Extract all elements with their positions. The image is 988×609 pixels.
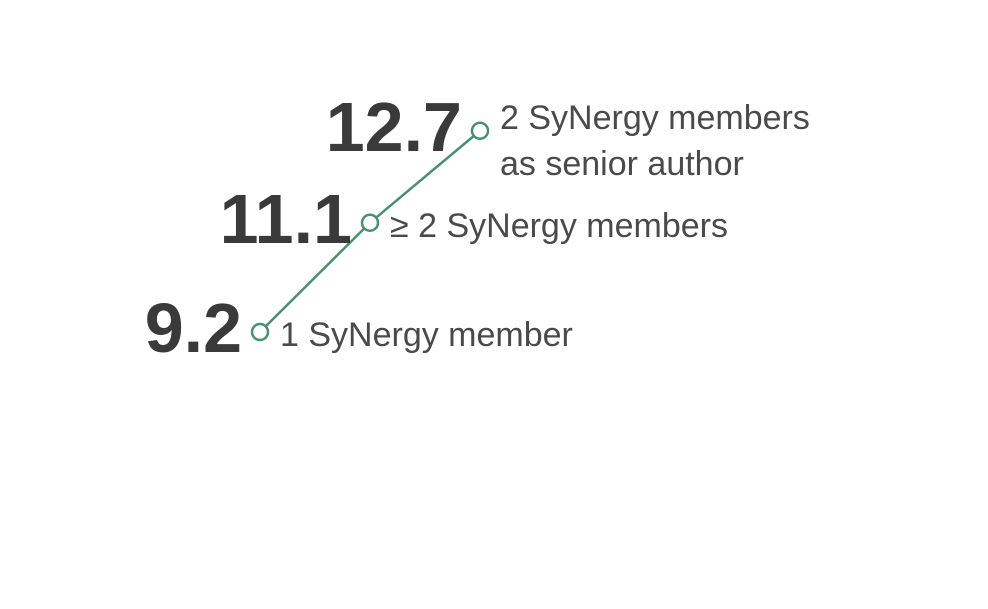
value-label: 11.1	[220, 180, 352, 258]
category-label-line: as senior author	[500, 145, 744, 183]
data-point	[360, 213, 380, 232]
category-label-line: 2 SyNergy members	[500, 99, 810, 137]
data-point	[250, 322, 270, 342]
value-label: 12.7	[326, 88, 462, 166]
category-label: ≥ 2 SyNergy members	[390, 207, 728, 245]
data-point	[470, 121, 490, 140]
value-label: 9.2	[145, 289, 242, 367]
category-label: 1 SyNergy member	[280, 316, 573, 354]
category-label: 2 SyNergy members as senior author	[500, 99, 810, 183]
category-label-line: 1 SyNergy member	[280, 316, 573, 354]
category-label-line: ≥ 2 SyNergy members	[390, 207, 728, 245]
